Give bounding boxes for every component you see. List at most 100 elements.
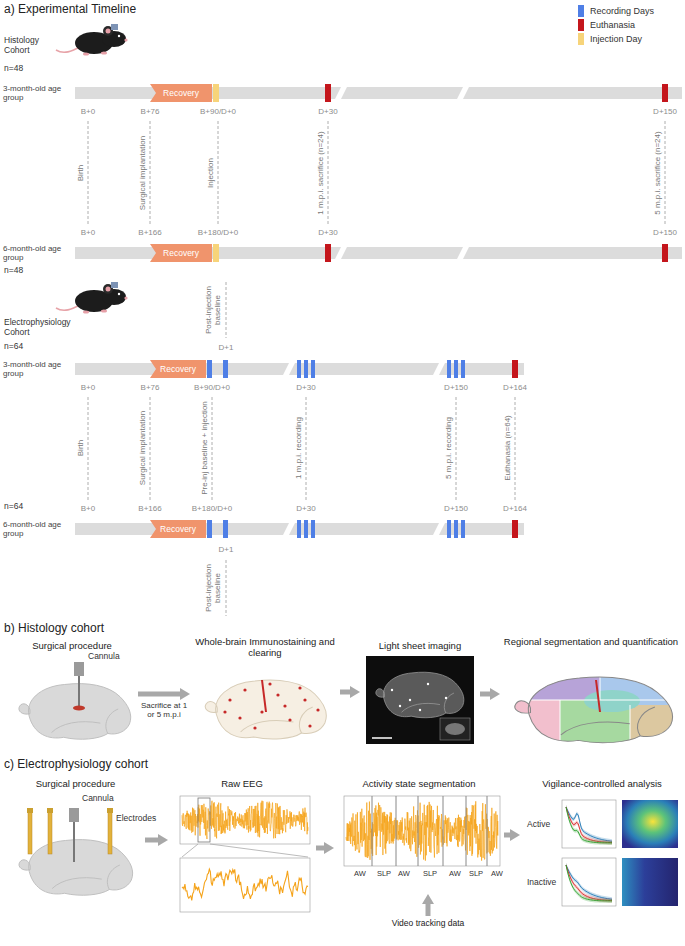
recovery-block: Recovery — [150, 520, 206, 538]
timeline-segment — [463, 247, 682, 259]
timeline-bar — [3, 516, 682, 542]
day-marker — [512, 520, 518, 538]
node-text: 3-month-old age group — [3, 84, 71, 102]
day-label: D+30 — [296, 504, 315, 513]
annotation: n=48 — [4, 266, 23, 276]
node-text: Whole-brain Immunostaining and clearing — [192, 636, 338, 659]
flow-arrow — [145, 838, 158, 843]
annotation: Inactive — [527, 878, 556, 888]
node-text: Recovery — [150, 520, 206, 538]
cannula-tube — [73, 822, 75, 862]
day-label: D+164 — [503, 504, 527, 513]
recovery-fill — [150, 520, 206, 538]
day-label: D+30 — [318, 228, 337, 237]
day-label: B+166 — [138, 504, 161, 513]
panel-title: a) Experimental Timeline — [4, 3, 136, 17]
day-label: B+76 — [141, 383, 160, 392]
node-text: 3-month-old age group — [3, 360, 71, 378]
day-label: B+0 — [81, 107, 95, 116]
event-label: Euthanasia (n=64) — [503, 398, 512, 498]
timeline-bar — [3, 80, 682, 106]
flow-arrow — [316, 846, 324, 851]
process-step: Raw EEG — [170, 778, 314, 918]
eeg-signal — [182, 801, 308, 839]
state-label: AW — [398, 870, 410, 879]
legend-text: Recording Days — [590, 6, 654, 16]
event-guide — [515, 397, 516, 500]
event-guide — [226, 560, 227, 616]
day-marker — [207, 360, 212, 378]
event-label: Pre-inj baseline + injection — [200, 398, 209, 498]
day-marker — [213, 84, 219, 102]
event-label: 1 m.p.i. recording — [294, 398, 303, 498]
event-guide — [328, 121, 329, 225]
day-marker — [223, 520, 228, 538]
node-text: Surgical procedure — [8, 778, 143, 789]
event-label: 5 m.p.i. sacrifice (n=24) — [653, 123, 662, 223]
recovery-fill — [150, 84, 212, 102]
spectrum-line — [566, 865, 612, 901]
process-step: Vigilance-controlled analysis — [522, 778, 682, 928]
eeg-electrodes — [27, 808, 113, 854]
process-step: Surgical procedure — [8, 778, 143, 902]
event-guide — [456, 397, 457, 500]
event-guide — [306, 397, 307, 500]
day-label: D+30 — [296, 383, 315, 392]
state-label: SLP — [377, 870, 391, 879]
timeline-band: 6-month-old age group Recovery — [3, 516, 682, 542]
node-text: 6-month-old age group — [3, 520, 71, 538]
annotation: n=48 — [4, 64, 23, 74]
process-step: Light sheet imaging — [362, 640, 478, 748]
node-text: Video tracking data — [383, 918, 473, 928]
day-marker — [454, 360, 458, 378]
recovery-fill — [150, 244, 212, 262]
eeg-signal — [182, 869, 308, 900]
state-label: AW — [449, 870, 461, 879]
day-marker — [662, 244, 668, 262]
spectrum-line — [566, 807, 612, 843]
spectrum-band — [566, 863, 612, 903]
day-label: D+30 — [318, 107, 337, 116]
event-label: Surgical implantation — [138, 398, 147, 498]
day-marker — [325, 244, 331, 262]
day-marker — [662, 84, 668, 102]
flow-arrow — [138, 692, 180, 697]
day-label: D+164 — [503, 383, 527, 392]
annotation: n=64 — [4, 342, 23, 352]
eeg-trace — [182, 801, 308, 839]
spectrum-line — [566, 865, 612, 901]
region-outline — [515, 677, 673, 743]
lightsheet-cells — [391, 683, 447, 711]
inset-detail — [445, 723, 465, 735]
timeline-band: 6-month-old age groupRecovery — [3, 240, 682, 266]
spectrum-band — [566, 805, 612, 845]
recovery-block: Recovery — [150, 360, 206, 378]
spectrum-band — [566, 863, 612, 903]
flow-arrow — [340, 690, 350, 695]
brain-sagittal — [19, 684, 131, 740]
legend: Recording DaysEuthanasiaInjection Day — [578, 4, 654, 46]
event-label: Post-injection baseline — [205, 280, 223, 340]
day-marker — [311, 360, 315, 378]
timeline-band: 3-month-old age groupRecovery — [3, 80, 682, 106]
event-guide — [150, 121, 151, 225]
lightsheet-brain — [376, 672, 464, 718]
event-guide — [226, 282, 227, 338]
event-guide — [88, 121, 89, 225]
cannula-tube — [78, 676, 80, 706]
day-label: D+1 — [219, 545, 234, 554]
legend-text: Euthanasia — [590, 20, 635, 30]
flow-arrow — [426, 904, 431, 916]
annotation: Electrodes — [116, 814, 156, 824]
segmentation-frame — [344, 796, 500, 866]
eeg-signal — [346, 801, 498, 860]
event-label: 5 m.p.i. recording — [444, 398, 453, 498]
mouse-icon — [56, 282, 128, 314]
event-guide — [665, 121, 666, 225]
day-label: D+150 — [444, 383, 468, 392]
annotation: Electrophysiology Cohort — [4, 318, 84, 338]
legend-text: Injection Day — [590, 34, 642, 44]
event-label: Injection — [206, 123, 215, 223]
annotation: n=64 — [4, 502, 23, 512]
